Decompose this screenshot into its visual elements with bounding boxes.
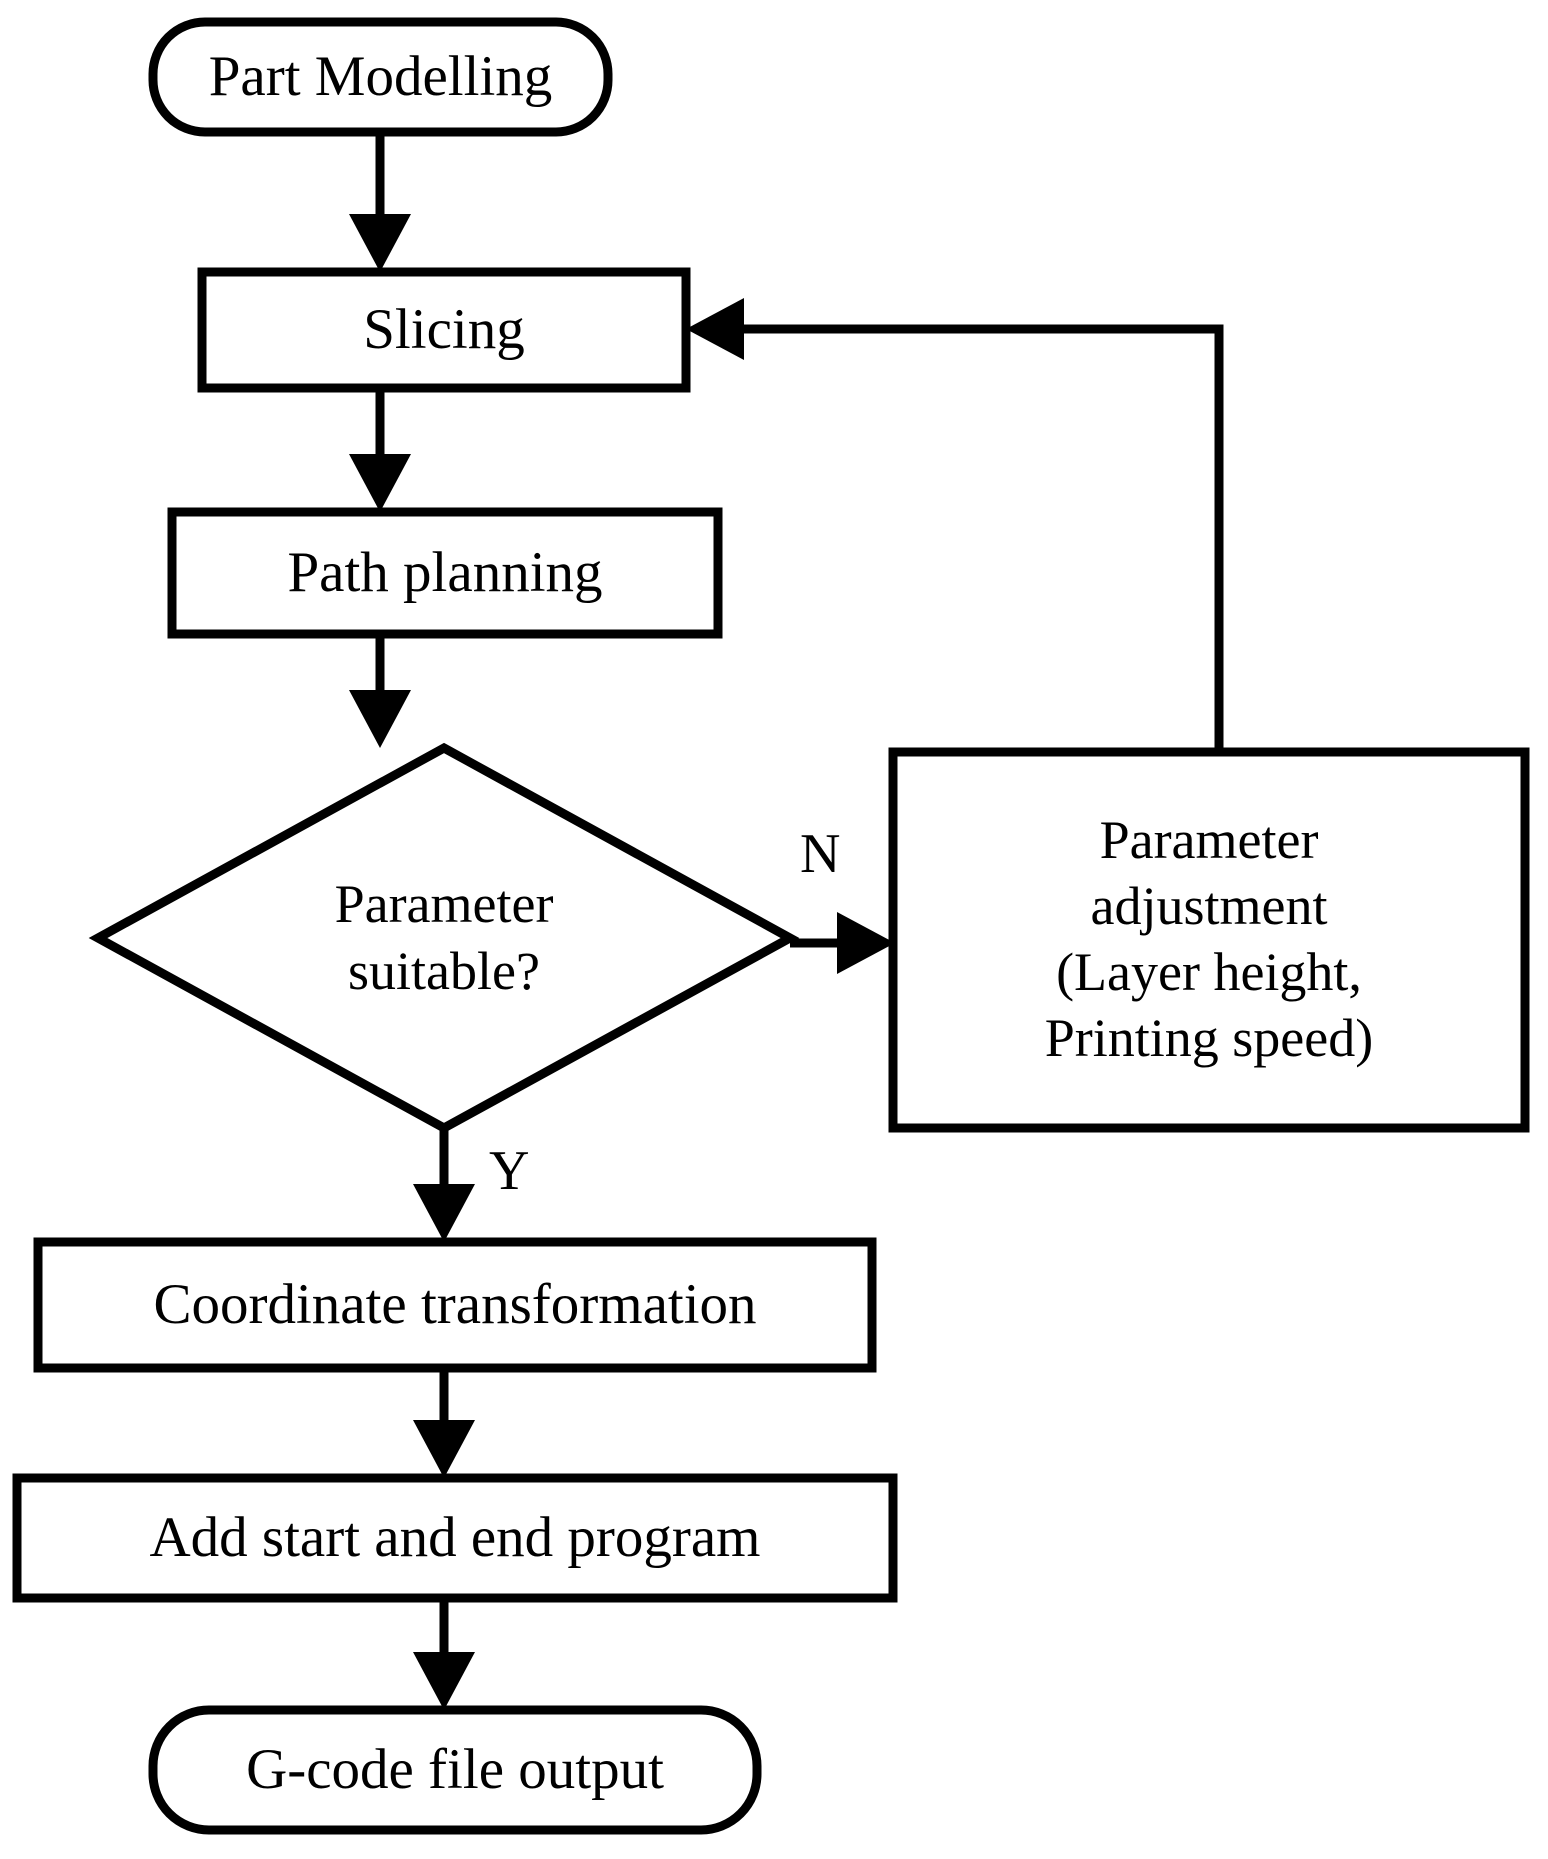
arrowhead-icon <box>349 690 411 748</box>
edge-coordinate-transformation-to-add-program <box>413 1368 475 1478</box>
arrowhead-icon <box>686 298 744 360</box>
arrowhead-icon <box>413 1652 475 1710</box>
edge-part-modelling-to-slicing <box>349 132 411 272</box>
arrowhead-icon <box>349 214 411 272</box>
node-shape-coordinate-transformation[interactable] <box>33 1237 877 1373</box>
node-shape-parameter-adjustment[interactable] <box>888 747 1530 1133</box>
edge-label-yes: Y <box>489 1140 530 1202</box>
arrowhead-icon <box>837 912 895 974</box>
node-shape-path-planning[interactable] <box>167 507 723 639</box>
node-shape-parameter-suitable[interactable] <box>88 742 800 1134</box>
node-shape-gcode-file-output[interactable] <box>148 1705 762 1835</box>
node-shape-add-start-end-program[interactable] <box>12 1473 898 1603</box>
edge-decision-yes-to-coordinate-transformation <box>413 1128 475 1242</box>
arrowhead-icon <box>413 1420 475 1478</box>
edge-path-planning-to-decision <box>349 634 411 748</box>
edge-slicing-to-path-planning <box>349 388 411 512</box>
edge-label-no: N <box>800 823 841 885</box>
edge-add-program-to-gcode-output <box>413 1598 475 1710</box>
edge-decision-no-to-parameter-adjustment <box>790 912 895 974</box>
arrowhead-icon <box>349 454 411 512</box>
node-shape-part-modelling[interactable] <box>148 17 613 137</box>
edge-parameter-adjustment-to-slicing <box>686 298 1224 752</box>
node-shape-slicing[interactable] <box>197 267 691 393</box>
arrowhead-icon <box>413 1184 475 1242</box>
